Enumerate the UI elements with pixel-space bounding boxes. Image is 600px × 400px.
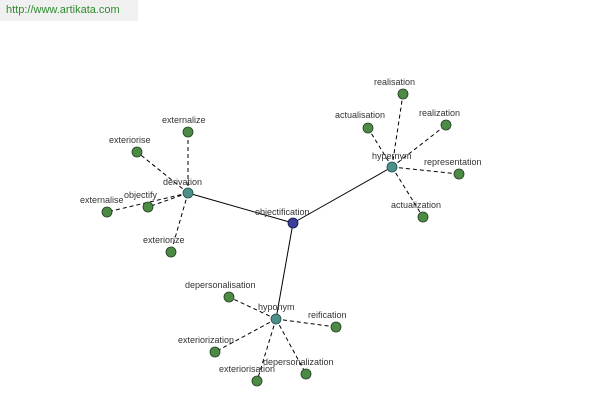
hub-label-hypernym: hypernym [372,151,412,161]
leaf-node-exteriorization [209,346,221,358]
leaf-node-depersonalisation [223,291,235,303]
edge-center-hypernym [292,166,393,224]
hub-node-derivation [182,187,194,199]
hub-label-derivation: derivation [163,177,202,187]
edge-derivation-exteriorise [136,151,189,194]
edge-hyponym-reification [275,318,337,328]
edge-hyponym-depersonalization [275,318,307,375]
url-banner: http://www.artikata.com [0,0,138,21]
edge-derivation-exteriorize [170,192,189,253]
leaf-label-externalise: externalise [80,195,124,205]
nodes-layer [101,88,465,387]
leaf-label-objectify: objectify [124,190,158,200]
edge-hypernym-realisation [391,93,404,168]
leaf-label-representation: representation [424,157,482,167]
leaf-label-exteriorise: exteriorise [109,135,151,145]
edge-center-derivation [187,192,294,224]
leaf-node-representation [453,168,465,180]
leaf-label-depersonalisation: depersonalisation [185,280,256,290]
leaf-node-actualisation [362,122,374,134]
leaf-label-exteriorisation: exteriorisation [219,364,275,374]
edge-hyponym-exteriorization [214,318,277,353]
center-label: objectification [255,207,310,217]
edge-hypernym-actualisation [367,127,393,168]
hub-node-hypernym [386,161,398,173]
center-node [287,217,299,229]
leaf-node-exteriorize [165,246,177,258]
edge-hyponym-exteriorisation [256,318,277,382]
labels-layer: externalize exteriorise objectifyexternali… [80,77,482,374]
leaf-label-externalize: externalize [162,115,206,125]
leaf-node-externalize [182,126,194,138]
edge-hyponym-depersonalisation [228,296,277,320]
leaf-node-realisation [397,88,409,100]
edges-layer [106,93,460,382]
hub-node-hyponym [270,313,282,325]
edge-derivation-objectify [147,192,189,208]
leaf-node-realization [440,119,452,131]
leaf-label-depersonalization: depersonalization [263,357,334,367]
leaf-label-reification: reification [308,310,347,320]
edge-hypernym-realization [391,124,447,168]
leaf-label-actualization: actualization [391,200,441,210]
edge-hypernym-representation [391,166,460,175]
leaf-node-exteriorisation [251,375,263,387]
leaf-node-exteriorise [131,146,143,158]
hub-label-hyponym: hyponym [258,302,295,312]
leaf-node-actualization [417,211,429,223]
edge-center-hyponym [275,222,294,320]
leaf-node-externalise [101,206,113,218]
leaf-node-depersonalization [300,368,312,380]
leaf-node-objectify [142,201,154,213]
url-link[interactable]: http://www.artikata.com [6,4,120,16]
leaf-label-actualisation: actualisation [335,110,385,120]
leaf-label-exteriorization: exteriorization [178,335,234,345]
leaf-label-exteriorize: exteriorize [143,235,185,245]
leaf-label-realisation: realisation [374,77,415,87]
edge-hypernym-actualization [391,166,424,218]
leaf-node-reification [330,321,342,333]
leaf-label-realization: realization [419,108,460,118]
